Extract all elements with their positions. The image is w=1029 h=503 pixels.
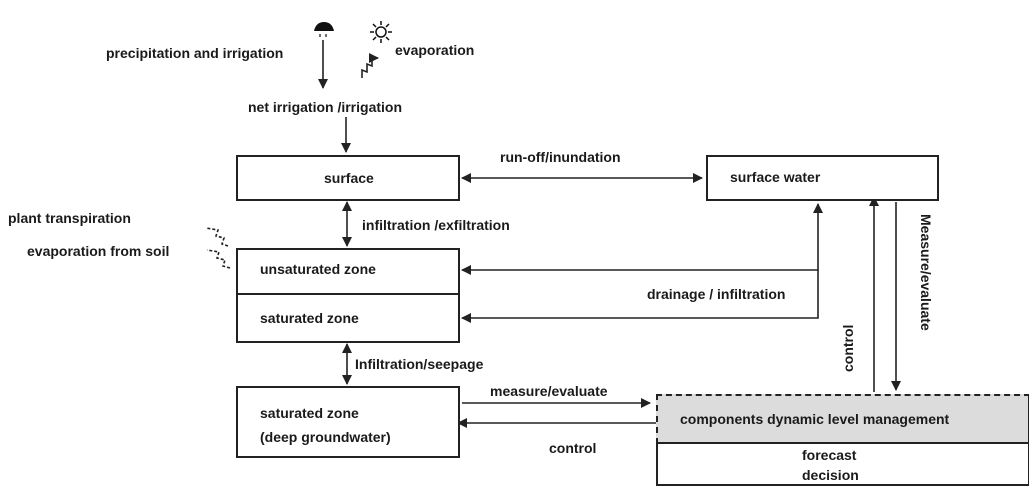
evaporation-label: evaporation: [395, 42, 475, 58]
unsaturated-zone-label: unsaturated zone: [260, 261, 376, 277]
unsaturated-zone-box: unsaturated zone: [236, 248, 460, 295]
plant-transpiration-label: plant transpiration: [8, 210, 131, 226]
control-label: control: [549, 440, 597, 456]
evaporation-soil-squiggle: [206, 249, 231, 269]
deep-groundwater-box: saturated zone (deep groundwater): [236, 386, 460, 458]
net-irrigation-label: net irrigation /irrigation: [248, 99, 403, 115]
forecast-decision-box: forecast decision: [656, 442, 1029, 486]
sun-icon: [370, 21, 392, 43]
drainage-label: drainage / infiltration: [647, 286, 786, 302]
cloud-rain-icon: [314, 22, 334, 37]
seepage-label: Infiltration/seepage: [355, 356, 484, 372]
management-box: components dynamic level management: [656, 394, 1029, 444]
saturated-zone-label: saturated zone: [260, 310, 359, 326]
saturated-zone-box: saturated zone: [236, 293, 460, 343]
drainage-saturated-arrow: [461, 270, 819, 323]
forecast-label: forecast: [802, 447, 857, 463]
surface-label: surface: [324, 170, 374, 186]
drainage-unsaturated-arrow: [461, 203, 823, 275]
precipitation-label: precipitation and irrigation: [106, 45, 284, 61]
decision-label: decision: [802, 467, 859, 483]
measure-vertical-label: Measure/evaluate: [918, 214, 934, 331]
deep-groundwater-label: (deep groundwater): [260, 429, 391, 445]
evaporation-soil-label: evaporation from soil: [27, 243, 170, 259]
control-vertical-label: control: [840, 324, 856, 372]
measure-evaluate-label: measure/evaluate: [490, 383, 608, 399]
runoff-label: run-off/inundation: [500, 149, 621, 165]
transpiration-squiggle: [205, 227, 229, 247]
surface-water-box: surface water: [706, 155, 939, 201]
evaporation-squiggle: [361, 53, 379, 78]
management-label: components dynamic level management: [680, 411, 950, 427]
surface-box: surface: [236, 155, 460, 201]
deep-zone-label: saturated zone: [260, 405, 359, 421]
infiltration-exfiltration-label: infiltration /exfiltration: [362, 217, 510, 233]
surface-water-label: surface water: [730, 169, 821, 185]
